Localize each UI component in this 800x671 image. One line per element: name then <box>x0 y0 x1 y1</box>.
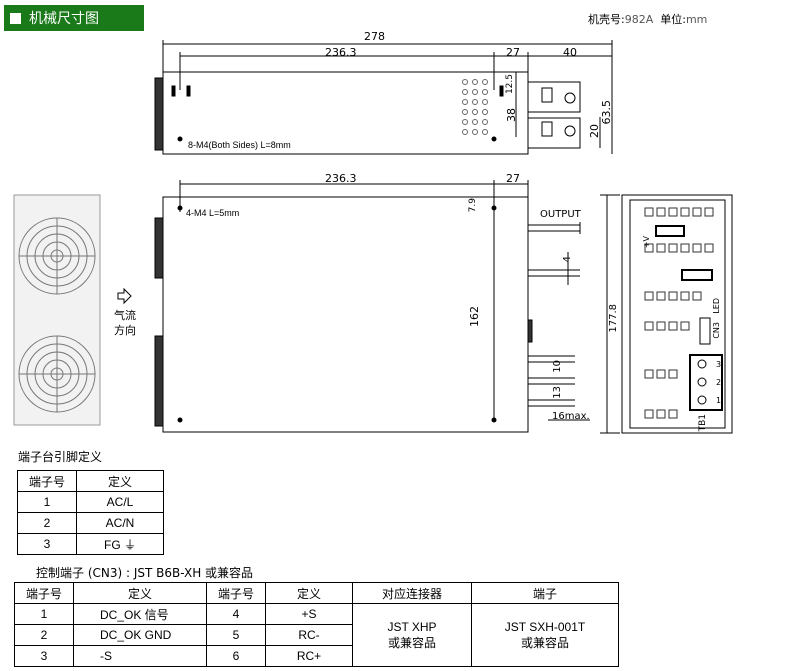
section-header: 机械尺寸图 <box>4 5 144 31</box>
fan-side-view <box>13 194 132 426</box>
pin-2-label: 2 <box>716 378 722 387</box>
dim-38: 38 <box>505 108 518 122</box>
dim-162: 162 <box>468 306 481 327</box>
case-number: 982A <box>624 13 654 26</box>
airflow-label: 气流 方向 <box>114 309 136 337</box>
pin-3-label: 3 <box>716 360 722 369</box>
control-table-caption: 控制端子 (CN3) : JST B6B-XH 或兼容品 <box>36 566 254 580</box>
table-row: 3 -S 6 RC+ <box>14 645 619 667</box>
dim-total-length: 278 <box>364 30 385 43</box>
table-header-row: 端子号 定义 <box>17 470 164 492</box>
front-screw-note: 4-M4 L=5mm <box>186 208 240 218</box>
table-header-row: 端子号 定义 端子号 定义 对应连接器 端子 <box>14 582 619 604</box>
dim-7-9: 7.9 <box>468 198 478 213</box>
pin-1-label: 1 <box>716 396 722 405</box>
dim-hole-spacing-top: 236.3 <box>325 46 357 59</box>
pin-table-caption: 端子台引脚定义 <box>18 450 103 464</box>
dim-13: 13 <box>552 386 563 399</box>
top-screw-note: 8-M4(Both Sides) L=8mm <box>188 140 291 150</box>
dim-hole-spacing-front: 236.3 <box>325 172 357 185</box>
cn3-label: CN3 <box>712 322 721 339</box>
mechanical-drawing <box>13 40 733 434</box>
tb1-label: TB1 <box>698 414 708 432</box>
dim-right-offset-top: 27 <box>506 46 520 59</box>
section-title: 机械尺寸图 <box>29 11 99 27</box>
end-view <box>600 194 733 434</box>
dim-12-5: 12.5 <box>505 74 515 95</box>
case-info: 机壳号:982A 单位:mm <box>588 13 708 26</box>
dim-177-8: 177.8 <box>608 304 619 333</box>
top-view <box>154 40 613 155</box>
dim-4: 4 <box>562 256 573 263</box>
dim-20: 20 <box>588 124 601 138</box>
led-label: LED <box>712 298 721 314</box>
front-view <box>154 180 590 433</box>
square-icon <box>10 12 21 24</box>
dim-10: 10 <box>552 360 563 373</box>
dim-right-offset-front: 27 <box>506 172 520 185</box>
output-label: OUTPUT <box>540 209 581 220</box>
dim-terminal-depth: 40 <box>563 46 577 59</box>
dim-63-5: 63.5 <box>600 100 613 125</box>
v-adjust-label: +V <box>642 236 651 249</box>
unit: mm <box>685 13 708 26</box>
dim-16max: 16max. <box>552 411 590 422</box>
control-terminal-table: 端子号 定义 端子号 定义 对应连接器 端子 1 DC_OK 信号 4 +S J… <box>14 582 619 667</box>
